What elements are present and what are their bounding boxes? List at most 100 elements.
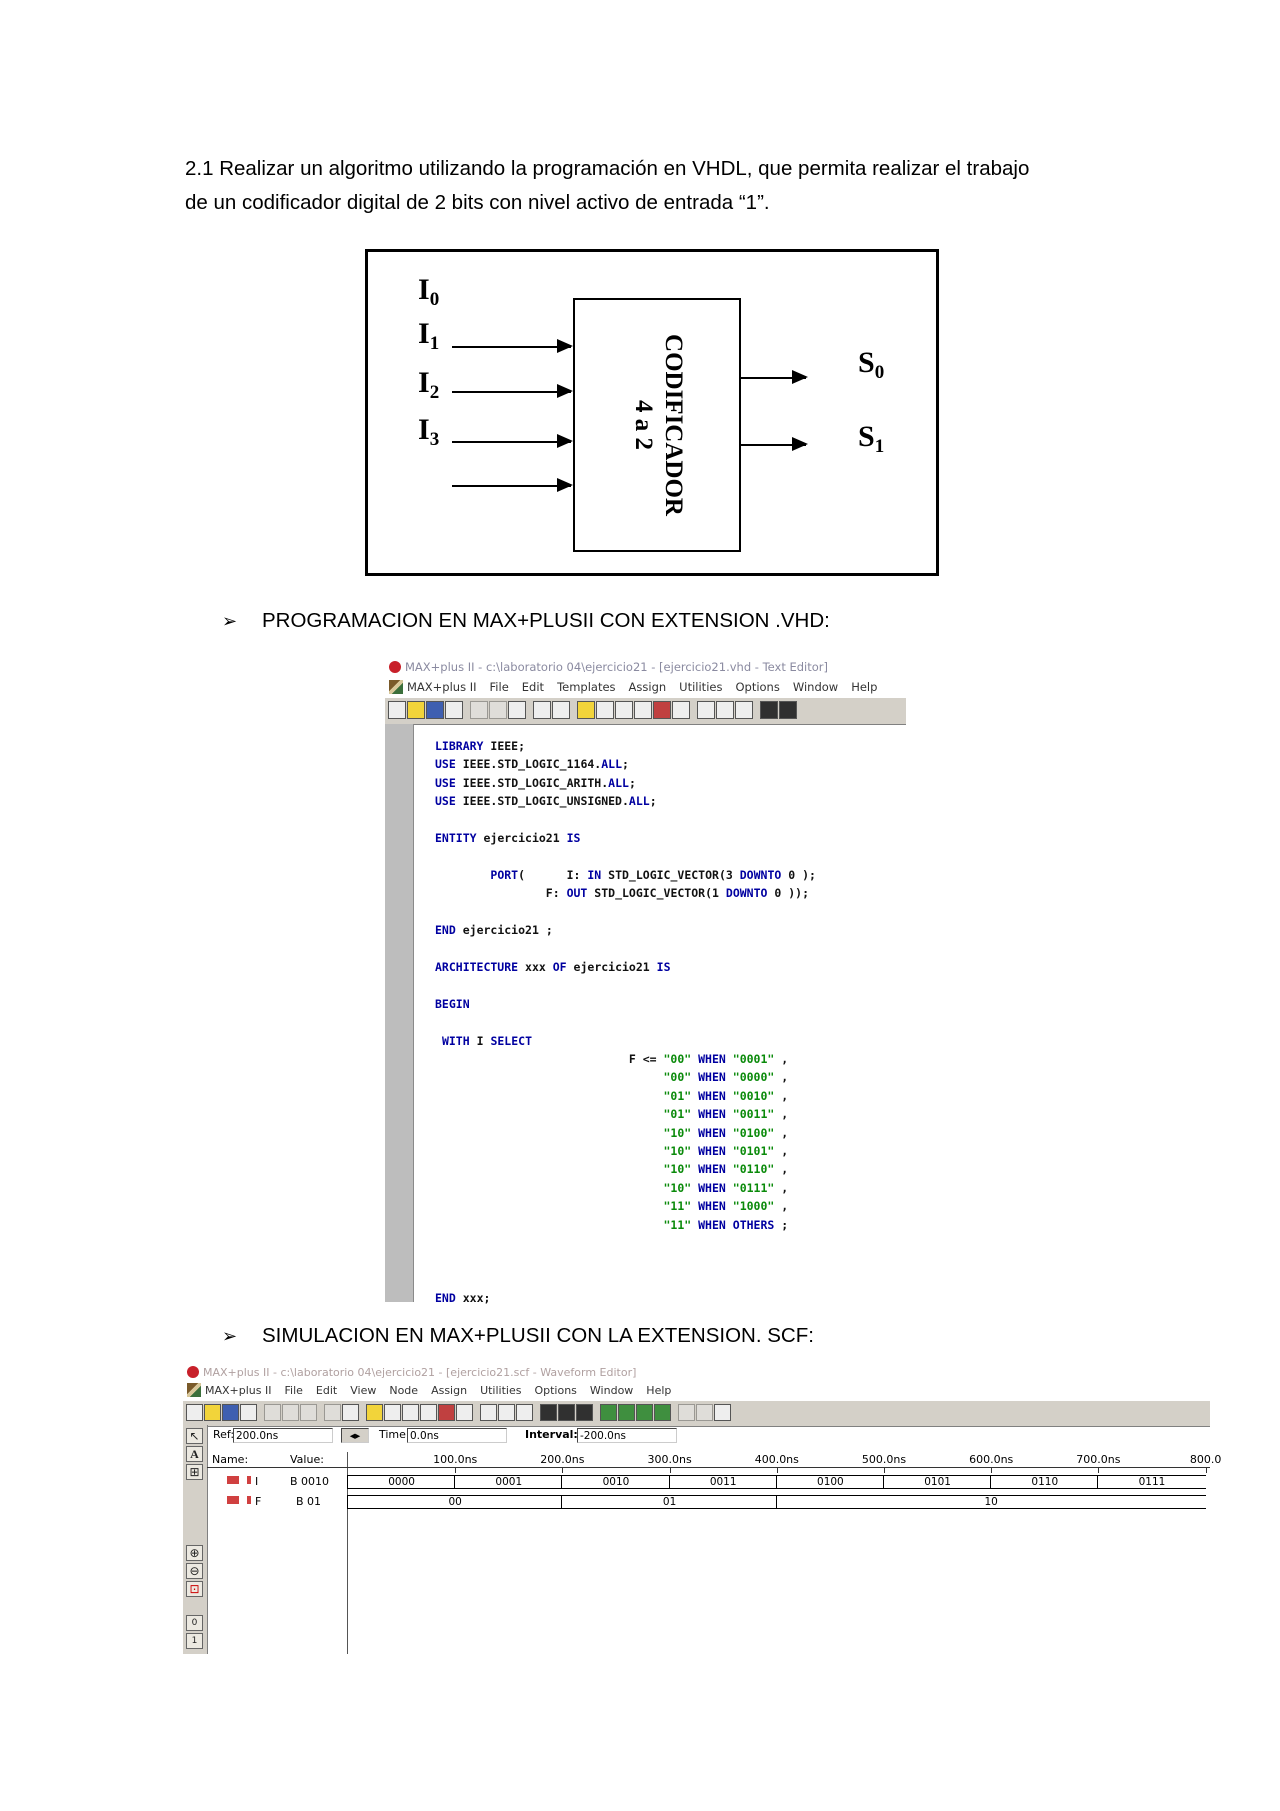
print-icon[interactable] bbox=[445, 701, 463, 719]
menu-view[interactable]: View bbox=[350, 1384, 377, 1397]
menu-help[interactable]: Help bbox=[646, 1384, 672, 1397]
input-arrow-i2 bbox=[452, 434, 573, 448]
bus-segment[interactable]: 0111 bbox=[1097, 1475, 1206, 1489]
copy-icon[interactable] bbox=[489, 701, 507, 719]
simulator-icon[interactable] bbox=[498, 1404, 515, 1421]
print-icon[interactable] bbox=[240, 1404, 257, 1421]
menu-file[interactable]: File bbox=[284, 1384, 303, 1397]
menu-edit[interactable]: Edit bbox=[315, 1384, 338, 1397]
undo-icon[interactable] bbox=[324, 1404, 341, 1421]
menu-window[interactable]: Window bbox=[589, 1384, 634, 1397]
menu-maxplus[interactable]: MAX+plus II bbox=[205, 1384, 272, 1397]
bus-segment[interactable]: 0001 bbox=[454, 1475, 563, 1489]
new-file-icon[interactable] bbox=[186, 1404, 203, 1421]
compiler-icon[interactable] bbox=[697, 701, 715, 719]
menu-file[interactable]: File bbox=[489, 680, 509, 694]
bus-segment[interactable]: 0100 bbox=[775, 1475, 884, 1489]
time-field[interactable]: 0.0ns bbox=[407, 1428, 507, 1443]
menu-assign[interactable]: Assign bbox=[628, 680, 667, 694]
hierarchy-icon[interactable] bbox=[577, 701, 595, 719]
name-value-column: Name: Value: I B 0010 F B 01 bbox=[207, 1452, 348, 1654]
maxplus-menu-icon[interactable] bbox=[187, 1383, 201, 1397]
text-editor-icon[interactable] bbox=[653, 701, 671, 719]
fit-in-window-icon[interactable]: ⊡ bbox=[186, 1581, 203, 1597]
timing-analyzer-icon[interactable] bbox=[735, 701, 753, 719]
paste-icon[interactable] bbox=[300, 1404, 317, 1421]
find-next-icon[interactable] bbox=[618, 1404, 635, 1421]
bus-segment[interactable]: 10 bbox=[775, 1495, 1206, 1509]
context-help-icon[interactable] bbox=[552, 701, 570, 719]
text-editor-icon[interactable] bbox=[438, 1404, 455, 1421]
menu-edit[interactable]: Edit bbox=[521, 680, 545, 694]
save-check-icon[interactable] bbox=[576, 1404, 593, 1421]
low-level-icon[interactable]: 0 bbox=[186, 1615, 203, 1631]
menu-maxplus[interactable]: MAX+plus II bbox=[407, 680, 477, 694]
overwrite-icon[interactable] bbox=[654, 1404, 671, 1421]
ref-field[interactable]: 200.0ns bbox=[233, 1428, 333, 1443]
bus-segment[interactable]: 0010 bbox=[561, 1475, 670, 1489]
ref-step-arrows-icon[interactable]: ◂▸ bbox=[341, 1428, 369, 1443]
symbol-editor-icon[interactable] bbox=[420, 1404, 437, 1421]
graphic-editor-icon[interactable] bbox=[615, 701, 633, 719]
copy-icon[interactable] bbox=[282, 1404, 299, 1421]
floorplan-icon[interactable] bbox=[596, 701, 614, 719]
bus-segment[interactable]: 0110 bbox=[990, 1475, 1099, 1489]
cut-icon[interactable] bbox=[470, 701, 488, 719]
programmer-icon[interactable] bbox=[760, 701, 778, 719]
graphic-editor-icon[interactable] bbox=[402, 1404, 419, 1421]
project-save-icon[interactable] bbox=[779, 701, 797, 719]
menu-options[interactable]: Options bbox=[534, 1384, 577, 1397]
interval-field[interactable]: -200.0ns bbox=[577, 1428, 677, 1443]
zoom-icon[interactable] bbox=[714, 1404, 731, 1421]
bus-segment[interactable]: 0011 bbox=[668, 1475, 777, 1489]
output-label-s0: S0 bbox=[858, 346, 885, 383]
bus-segment[interactable]: 01 bbox=[561, 1495, 777, 1509]
menu-node[interactable]: Node bbox=[389, 1384, 419, 1397]
high-level-icon[interactable]: 1 bbox=[186, 1633, 203, 1649]
cut-icon[interactable] bbox=[264, 1404, 281, 1421]
snap-icon[interactable] bbox=[696, 1404, 713, 1421]
find-node-icon[interactable] bbox=[600, 1404, 617, 1421]
project-save-icon[interactable] bbox=[558, 1404, 575, 1421]
zoom-in-icon[interactable]: ⊕ bbox=[186, 1545, 203, 1561]
bus-segment[interactable]: 00 bbox=[346, 1495, 563, 1509]
menu-templates[interactable]: Templates bbox=[557, 680, 616, 694]
bus-segment[interactable]: 0101 bbox=[882, 1475, 992, 1489]
menu-utilities[interactable]: Utilities bbox=[480, 1384, 522, 1397]
bus-segment[interactable]: 0000 bbox=[346, 1475, 456, 1489]
replace-icon[interactable] bbox=[636, 1404, 653, 1421]
vhdl-code[interactable]: LIBRARY IEEE; USE IEEE.STD_LOGIC_1164.AL… bbox=[435, 739, 816, 1306]
timing-analyzer-icon[interactable] bbox=[516, 1404, 533, 1421]
grid-icon[interactable] bbox=[678, 1404, 695, 1421]
text-tool-icon[interactable]: A bbox=[186, 1446, 203, 1462]
menu-utilities[interactable]: Utilities bbox=[679, 680, 723, 694]
pointer-tool-icon[interactable]: ↖ bbox=[186, 1428, 203, 1444]
menu-options[interactable]: Options bbox=[735, 680, 780, 694]
save-icon[interactable] bbox=[426, 701, 444, 719]
waveform-tool-icon[interactable]: ⊞ bbox=[186, 1464, 203, 1480]
paste-icon[interactable] bbox=[508, 701, 526, 719]
open-folder-icon[interactable] bbox=[204, 1404, 221, 1421]
waveform-editor-icon[interactable] bbox=[672, 701, 690, 719]
zoom-out-icon[interactable]: ⊖ bbox=[186, 1563, 203, 1579]
simulator-icon[interactable] bbox=[716, 701, 734, 719]
compiler-icon[interactable] bbox=[480, 1404, 497, 1421]
floorplan-icon[interactable] bbox=[384, 1404, 401, 1421]
menu-help[interactable]: Help bbox=[851, 680, 878, 694]
undo-icon[interactable] bbox=[533, 701, 551, 719]
hierarchy-icon[interactable] bbox=[366, 1404, 383, 1421]
menu-window[interactable]: Window bbox=[792, 680, 839, 694]
waveform-editor-icon[interactable] bbox=[456, 1404, 473, 1421]
context-help-icon[interactable] bbox=[342, 1404, 359, 1421]
maxplus-menu-icon[interactable] bbox=[389, 680, 403, 694]
open-folder-icon[interactable] bbox=[407, 701, 425, 719]
menu-assign[interactable]: Assign bbox=[431, 1384, 468, 1397]
maxplus-app-icon bbox=[389, 661, 401, 673]
new-file-icon[interactable] bbox=[388, 701, 406, 719]
save-icon[interactable] bbox=[222, 1404, 239, 1421]
symbol-editor-icon[interactable] bbox=[634, 701, 652, 719]
programmer-icon[interactable] bbox=[540, 1404, 557, 1421]
